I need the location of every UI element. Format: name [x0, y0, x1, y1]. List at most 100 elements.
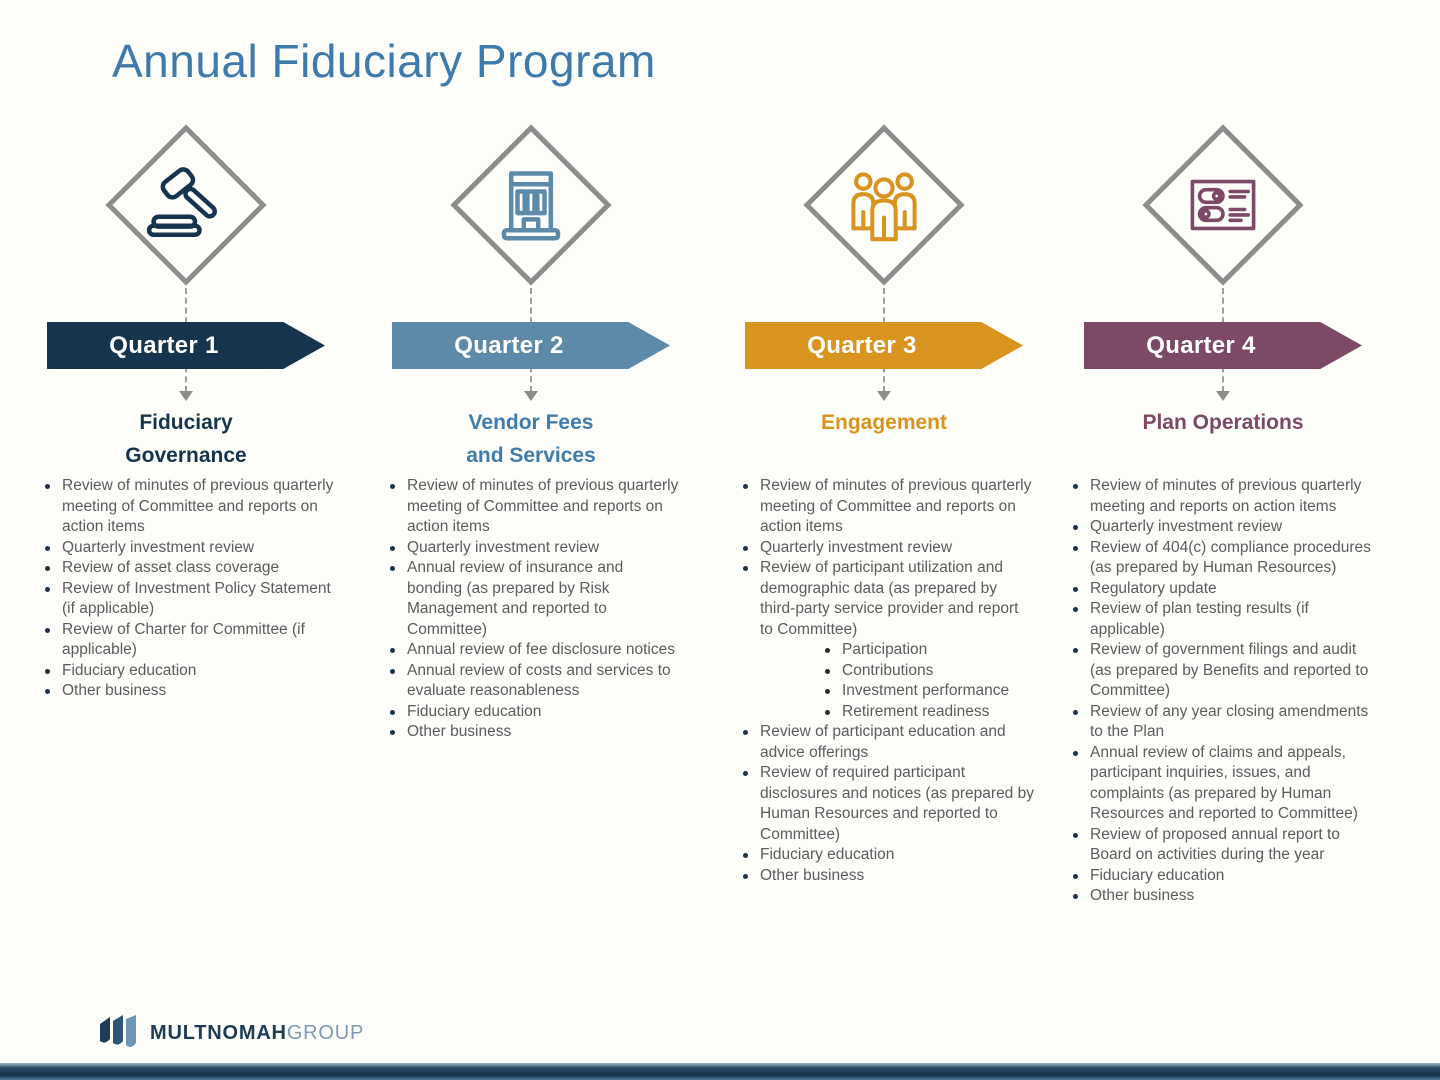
list-item: Review of asset class coverage	[36, 558, 336, 579]
list-item: Other business	[381, 722, 681, 743]
quarter-heading: Vendor Fees and Services	[381, 406, 681, 476]
sub-list-item: Retirement readiness	[816, 702, 1034, 723]
quarter-column-4: Quarter 4 Plan Operations Review of minu…	[1064, 0, 1382, 1080]
quarter-item-list: Review of minutes of previous quarterly …	[1064, 476, 1382, 907]
list-item: Review of minutes of previous quarterly …	[36, 476, 336, 538]
footer-logo-text: MULTNOMAHGROUP	[150, 1022, 364, 1045]
quarter-heading-line: Engagement	[820, 411, 948, 434]
multnomah-logo-icon	[100, 1015, 136, 1048]
bottom-accent-bar	[0, 1063, 1440, 1080]
list-item-text: Annual review of fee disclosure notices	[407, 641, 675, 658]
list-item-text: Review of 404(c) compliance procedures (…	[1090, 538, 1371, 577]
quarter-item-list: Review of minutes of previous quarterly …	[36, 476, 336, 702]
list-item: Fiduciary education	[381, 702, 681, 723]
quarter-column-2: Quarter 2 Vendor Fees and Services Review…	[381, 0, 681, 1080]
list-item: Review of Charter for Committee (if appl…	[36, 620, 336, 661]
quarter-heading: Engagement	[734, 406, 1034, 476]
list-item-text: Review of required participant disclosur…	[760, 764, 1034, 843]
list-item: Other business	[36, 681, 336, 702]
quarter-banner: Quarter 1	[47, 322, 325, 369]
list-item-text: Other business	[1090, 887, 1195, 904]
quarter-item-list: Review of minutes of previous quarterly …	[381, 476, 681, 743]
quarter-banner: Quarter 3	[745, 322, 1023, 369]
list-item: Annual review of insurance and bonding (…	[381, 558, 681, 640]
quarter-banner-label: Quarter 3	[807, 331, 917, 359]
list-item-text: Review of Investment Policy Statement (i…	[62, 579, 331, 618]
list-item: Review of plan testing results (if appli…	[1064, 599, 1382, 640]
list-item-text: Fiduciary education	[1090, 866, 1225, 884]
list-item-text: Fiduciary education	[407, 702, 542, 720]
people-icon	[851, 172, 917, 242]
quarter-heading-line: Plan Operations	[1142, 411, 1304, 434]
page-title: Annual Fiduciary Program	[112, 35, 656, 87]
list-item: Annual review of costs and services to e…	[381, 661, 681, 702]
list-item-text: Review of Charter for Committee (if appl…	[62, 620, 305, 659]
list-item-text: Other business	[760, 866, 865, 884]
list-item-text: Review of minutes of previous quarterly …	[1090, 477, 1362, 515]
list-item-text: Other business	[62, 682, 167, 699]
list-item: Review of Investment Policy Statement (i…	[36, 579, 336, 620]
quarter-content: Vendor Fees and Services Review of minute…	[381, 406, 681, 743]
list-item-text: Review of minutes of previous quarterly …	[407, 477, 679, 535]
list-item-text: Review of participant education and advi…	[760, 723, 1006, 761]
quarter-banner: Quarter 2	[392, 322, 670, 369]
quarter-content: Plan Operations Review of minutes of pre…	[1064, 406, 1382, 907]
list-item: Other business	[1064, 886, 1382, 907]
gavel-icon	[146, 167, 217, 237]
list-item-text: Review of plan testing results (if appli…	[1090, 600, 1309, 638]
building-icon	[501, 171, 561, 241]
quarter-banner: Quarter 4	[1084, 322, 1362, 369]
list-item: Fiduciary education	[1064, 866, 1382, 887]
list-item: Fiduciary education	[734, 845, 1034, 866]
quarter-banner-label: Quarter 2	[454, 331, 564, 359]
list-item: Other business	[734, 866, 1034, 887]
list-item-text: Review of minutes of previous quarterly …	[62, 477, 334, 535]
quarter-banner-label: Quarter 1	[109, 331, 219, 359]
quarter-banner-label: Quarter 4	[1146, 331, 1256, 359]
list-item-text: Review of participant utilization and de…	[760, 559, 1019, 638]
quarter-content: Engagement Review of minutes of previous…	[734, 406, 1034, 886]
list-item: Review of participant education and advi…	[734, 722, 1034, 763]
list-item-text: Annual review of claims and appeals, par…	[1090, 743, 1358, 823]
list-item-text: Regulatory update	[1090, 579, 1217, 597]
list-item: Annual review of claims and appeals, par…	[1064, 743, 1382, 825]
list-item: Review of minutes of previous quarterly …	[1064, 476, 1382, 517]
list-item-text: Fiduciary education	[760, 846, 895, 863]
list-item: Quarterly investment review	[381, 538, 681, 559]
list-item-text: Annual review of insurance and bonding (…	[407, 559, 624, 638]
list-item: Fiduciary education	[36, 661, 336, 682]
quarter-column-3: Quarter 3 Engagement Review of minutes o…	[734, 0, 1034, 1080]
list-item: Quarterly investment review	[734, 538, 1034, 559]
list-item: Review of 404(c) compliance procedures (…	[1064, 538, 1382, 579]
quarter-item-list: Review of minutes of previous quarterly …	[734, 476, 1034, 886]
list-item-text: Quarterly investment review	[407, 538, 600, 556]
list-item: Review of participant utilization and de…	[734, 558, 1034, 722]
quarter-heading-line: Vendor Fees	[468, 411, 594, 434]
list-item-text: Quarterly investment review	[1090, 518, 1283, 535]
list-item: Review of minutes of previous quarterly …	[381, 476, 681, 538]
logo-text-primary: MULTNOMAH	[150, 1021, 287, 1044]
list-item: Review of government filings and audit (…	[1064, 640, 1382, 702]
list-item-text: Review of minutes of previous quarterly …	[760, 477, 1032, 535]
list-item-text: Quarterly investment review	[62, 538, 255, 556]
sub-list-item: Participation	[816, 640, 1034, 661]
list-item-text: Review of government filings and audit (…	[1090, 641, 1369, 699]
list-item: Regulatory update	[1064, 579, 1382, 600]
sub-list-item: Contributions	[816, 661, 1034, 682]
quarter-heading-line: and Services	[466, 444, 596, 467]
list-item: Review of required participant disclosur…	[734, 763, 1034, 845]
quarter-icon-slot	[1178, 160, 1268, 250]
list-item-text: Annual review of costs and services to e…	[407, 661, 671, 700]
list-item: Review of minutes of previous quarterly …	[734, 476, 1034, 538]
logo-text-secondary: GROUP	[286, 1021, 365, 1044]
list-item-text: Review of any year closing amendments to…	[1090, 702, 1369, 741]
list-item: Review of any year closing amendments to…	[1064, 702, 1382, 743]
list-item-text: Quarterly investment review	[760, 538, 953, 556]
footer-logo: MULTNOMAHGROUP	[98, 1015, 364, 1051]
sub-list-item: Investment performance	[816, 681, 1034, 702]
